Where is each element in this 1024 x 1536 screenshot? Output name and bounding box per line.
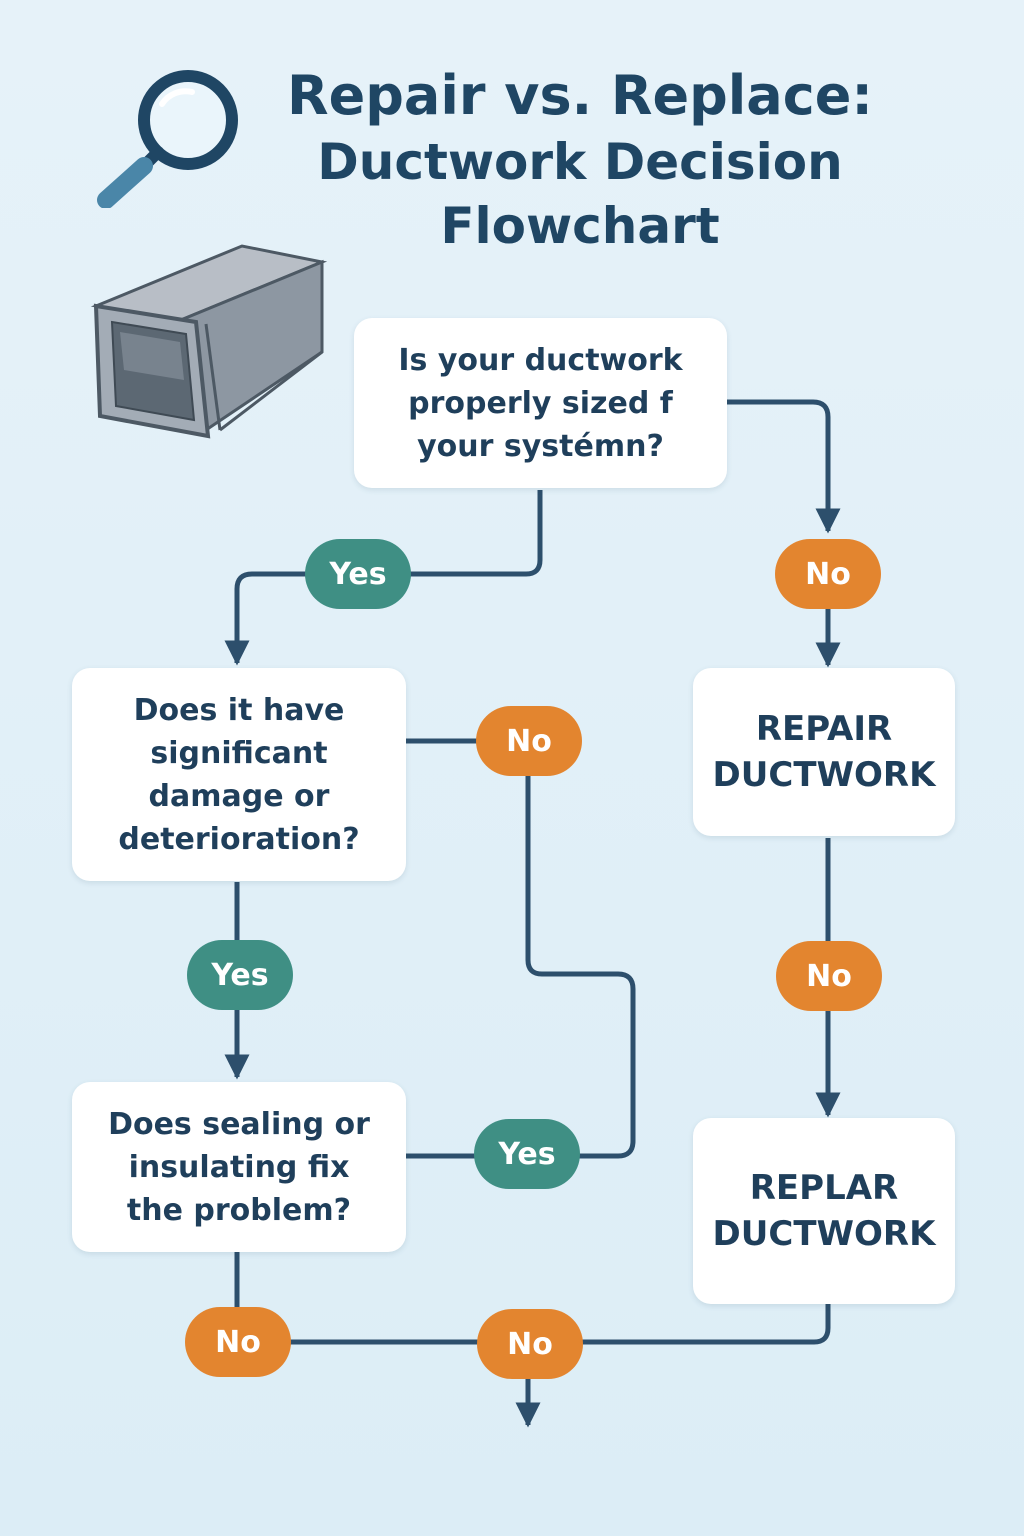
duct-section-icon <box>90 244 328 439</box>
edge-q2-no <box>406 738 636 1159</box>
edge-label-q3-yes: Yes <box>474 1119 580 1189</box>
result-node-replace: REPLAR DUCTWORK <box>693 1118 955 1304</box>
title-line-3: Flowchart <box>440 197 720 255</box>
edge-q1-no <box>727 399 841 534</box>
result-replace-text: REPLAR DUCTWORK <box>712 1168 936 1254</box>
magnifying-glass-icon <box>97 70 238 208</box>
page-title: Repair vs. Replace: Ductwork Decision Fl… <box>270 62 890 258</box>
question-node-sizing: Is your ductwork properly sized f your s… <box>354 318 727 488</box>
result-node-repair: REPAIR DUCTWORK <box>693 668 955 836</box>
question-damage-text: Does it have significant damage or deter… <box>118 692 360 857</box>
edge-label-q1-yes: Yes <box>305 539 411 609</box>
question-sizing-text: Is your ductwork properly sized f your s… <box>398 342 683 464</box>
edge-q3-no <box>234 1252 831 1345</box>
question-sealing-text: Does sealing or insulating fix the probl… <box>108 1106 370 1228</box>
title-line-1: Repair vs. Replace: <box>287 64 873 127</box>
edge-label-q2-no: No <box>476 706 582 776</box>
edge-label-q3-no: No <box>185 1307 291 1377</box>
edge-label-repair-no: No <box>776 941 882 1011</box>
edge-label-q2-yes: Yes <box>187 940 293 1010</box>
question-node-damage: Does it have significant damage or deter… <box>72 668 406 881</box>
title-line-2: Ductwork Decision <box>317 133 843 191</box>
edge-label-bottom-no: No <box>477 1309 583 1379</box>
edge-label-q1-no: No <box>775 539 881 609</box>
result-repair-text: REPAIR DUCTWORK <box>712 709 936 795</box>
question-node-sealing: Does sealing or insulating fix the probl… <box>72 1082 406 1252</box>
